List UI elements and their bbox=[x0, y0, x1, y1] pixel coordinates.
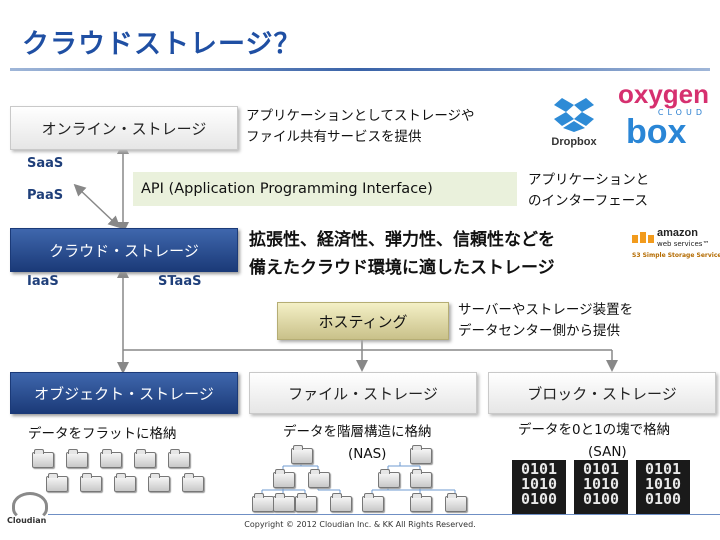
binary-row: 0101 bbox=[644, 460, 682, 478]
cloud-storage-desc-line-1: 拡張性、経済性、弾力性、信頼性などを bbox=[249, 230, 555, 250]
binary-row: 0100 bbox=[582, 490, 620, 508]
folder-icon bbox=[362, 493, 384, 512]
api-desc-line-2: のインターフェース bbox=[528, 193, 649, 209]
staas-label: STaaS bbox=[158, 274, 202, 289]
folder-icon bbox=[410, 469, 432, 488]
binary-block-3: 0101 1010 0100 bbox=[636, 460, 690, 514]
folder-icon bbox=[295, 493, 317, 512]
block-storage-box: ブロック・ストレージ bbox=[488, 372, 716, 414]
online-storage-box: オンライン・ストレージ bbox=[10, 106, 238, 150]
folder-icon bbox=[100, 449, 122, 468]
object-storage-box: オブジェクト・ストレージ bbox=[10, 372, 238, 414]
folder-icon bbox=[32, 449, 54, 468]
api-description: アプリケーションと のインターフェース bbox=[528, 170, 688, 212]
cloud-storage-description: 拡張性、経済性、弾力性、信頼性などを 備えたクラウド環境に適したストレージ bbox=[249, 226, 629, 282]
dropbox-icon bbox=[554, 98, 594, 132]
binary-row: 0101 bbox=[582, 460, 620, 478]
block-storage-type: (SAN) bbox=[588, 444, 627, 460]
cloud-storage-box: クラウド・ストレージ bbox=[10, 228, 238, 272]
cloud-storage-desc-line-2: 備えたクラウド環境に適したストレージ bbox=[249, 258, 555, 278]
block-storage-description: データを0と1の塊で格納 bbox=[518, 422, 671, 438]
amazon-web-services-wordmark: web services™ bbox=[657, 240, 710, 248]
file-storage-description: データを階層構造に格納 bbox=[283, 424, 432, 440]
online-storage-desc-line-1: アプリケーションとしてストレージや bbox=[246, 108, 475, 124]
binary-row: 0100 bbox=[644, 490, 682, 508]
hosting-box: ホスティング bbox=[277, 302, 449, 340]
file-storage-box: ファイル・ストレージ bbox=[249, 372, 477, 414]
folder-icon bbox=[273, 469, 295, 488]
folder-icon bbox=[168, 449, 190, 468]
folder-icon bbox=[410, 445, 432, 464]
binary-block-2: 0101 1010 0100 bbox=[574, 460, 628, 514]
folder-icon bbox=[291, 445, 313, 464]
file-storage-type: (NAS) bbox=[348, 446, 387, 462]
folder-icon bbox=[273, 493, 295, 512]
folder-icon bbox=[182, 473, 204, 492]
object-storage-description: データをフラットに格納 bbox=[28, 426, 177, 442]
iaas-label: IaaS bbox=[27, 274, 59, 289]
binary-row: 0101 bbox=[520, 460, 558, 478]
box-logo: box bbox=[626, 113, 687, 151]
folder-icon bbox=[378, 469, 400, 488]
folder-icon bbox=[252, 493, 274, 512]
hosting-description: サーバーやストレージ装置を データセンター側から提供 bbox=[458, 300, 698, 342]
oxygen-cloud-logo: oxygen CLOUD bbox=[618, 80, 714, 117]
saas-label: SaaS bbox=[27, 156, 64, 171]
api-label: API (Application Programming Interface) bbox=[141, 181, 433, 197]
dropbox-wordmark: Dropbox bbox=[551, 136, 597, 148]
cloudian-wordmark: Cloudian bbox=[7, 516, 47, 525]
online-storage-desc-line-2: ファイル共有サービスを提供 bbox=[246, 129, 422, 145]
hosting-label: ホスティング bbox=[318, 312, 408, 331]
amazon-wordmark: amazon bbox=[657, 227, 698, 239]
binary-row: 1010 bbox=[520, 475, 558, 493]
oxygen-wordmark: oxygen bbox=[618, 79, 710, 109]
paas-label: PaaS bbox=[27, 188, 64, 203]
amazon-s3-logo: amazon web services™ S3 Simple Storage S… bbox=[632, 227, 720, 259]
online-storage-label: オンライン・ストレージ bbox=[41, 119, 207, 138]
folder-icon bbox=[410, 493, 432, 512]
folder-icon bbox=[80, 473, 102, 492]
dropbox-logo: Dropbox bbox=[548, 96, 600, 148]
api-box: API (Application Programming Interface) bbox=[133, 172, 517, 206]
title-underline bbox=[10, 68, 710, 71]
hosting-desc-line-1: サーバーやストレージ装置を bbox=[458, 302, 634, 318]
folder-icon bbox=[134, 449, 156, 468]
footer-rule bbox=[48, 514, 720, 515]
cloudian-cloud-icon bbox=[12, 492, 48, 520]
api-desc-line-1: アプリケーションと bbox=[528, 172, 650, 188]
binary-row: 1010 bbox=[644, 475, 682, 493]
hosting-desc-line-2: データセンター側から提供 bbox=[458, 323, 620, 339]
binary-row: 0100 bbox=[520, 490, 558, 508]
oxygen-cloud-wordmark: CLOUD bbox=[657, 108, 706, 117]
aws-cubes-icon bbox=[632, 232, 654, 243]
folder-icon bbox=[46, 473, 68, 492]
block-storage-label: ブロック・ストレージ bbox=[527, 384, 677, 403]
folder-icon bbox=[308, 469, 330, 488]
file-storage-label: ファイル・ストレージ bbox=[288, 384, 438, 403]
s3-wordmark: S3 Simple Storage Service bbox=[632, 252, 720, 259]
cloudian-logo: Cloudian bbox=[7, 492, 51, 528]
folder-icon bbox=[66, 449, 88, 468]
footer-copyright: Copyright © 2012 Cloudian Inc. & KK All … bbox=[244, 520, 476, 529]
folder-icon bbox=[148, 473, 170, 492]
folder-icon bbox=[330, 493, 352, 512]
online-storage-description: アプリケーションとしてストレージや ファイル共有サービスを提供 bbox=[246, 106, 526, 148]
page-title: クラウドストレージ？ bbox=[22, 29, 302, 60]
binary-block-1: 0101 1010 0100 bbox=[512, 460, 566, 514]
object-storage-label: オブジェクト・ストレージ bbox=[34, 384, 214, 403]
folder-icon bbox=[114, 473, 136, 492]
binary-row: 1010 bbox=[582, 475, 620, 493]
folder-icon bbox=[445, 493, 467, 512]
cloud-storage-label: クラウド・ストレージ bbox=[49, 241, 199, 260]
